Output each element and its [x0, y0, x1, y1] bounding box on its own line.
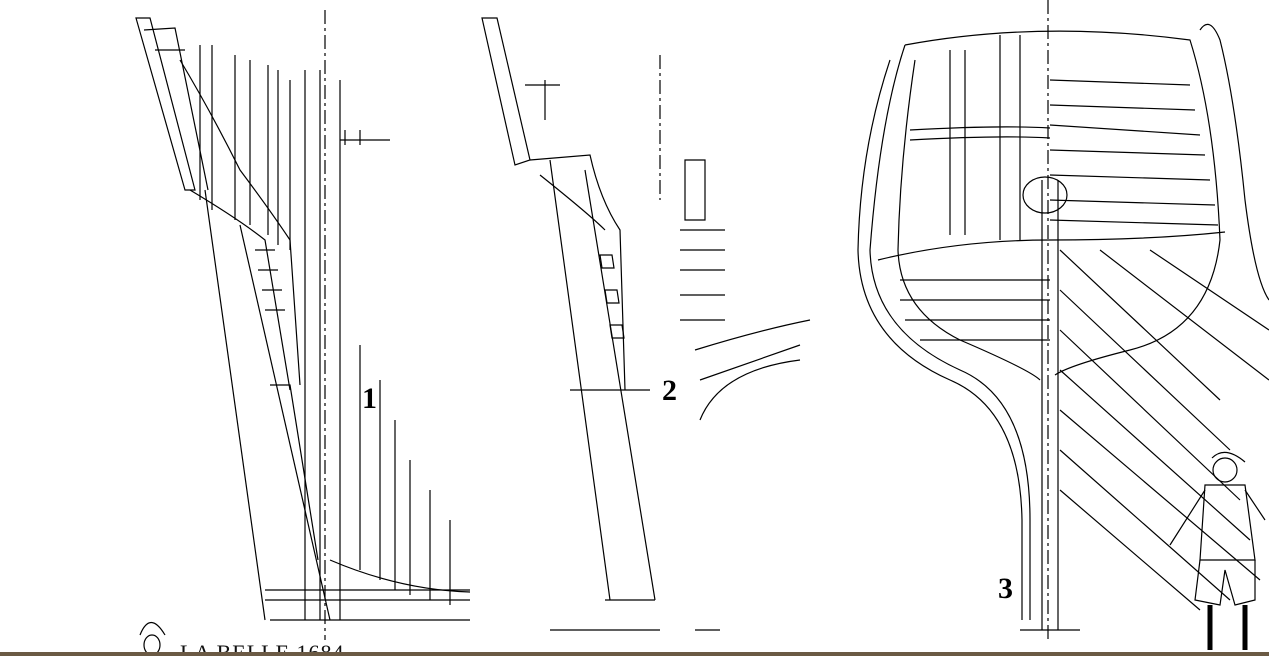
figure-label-2: 2 [662, 374, 677, 407]
figure-3-midship-section-drawing [857, 0, 1269, 640]
sailor-figure-illustration [1169, 451, 1266, 650]
bottom-border [0, 652, 1269, 656]
figure-label-3: 3 [998, 572, 1013, 605]
figure-1-stern-drawing [135, 10, 471, 640]
figure-2-transom-drawing [481, 17, 811, 631]
figure-label-1: 1 [362, 382, 377, 415]
medallion-head-illustration [139, 621, 166, 656]
